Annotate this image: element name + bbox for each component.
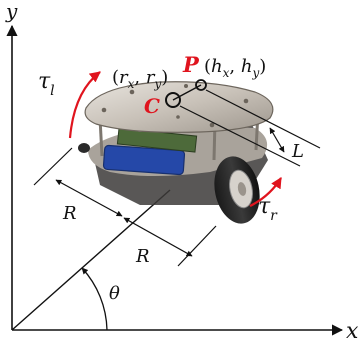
y-axis-label: y [5, 0, 18, 23]
top-plate-screws [101, 84, 249, 128]
robot-illustration [78, 81, 274, 224]
point-c-coords: (rx, ry) [112, 67, 168, 91]
right-wheel-cap [237, 182, 247, 196]
half-track-label-lower: R [135, 246, 150, 267]
heading-line-group: θ [11, 189, 171, 331]
right-wheel [214, 156, 260, 224]
offset-extension-p [205, 89, 321, 149]
offset-dimension: L [179, 89, 321, 167]
right-torque-arrow [249, 177, 282, 207]
coordinate-axes: y x [5, 0, 359, 344]
theta-label: θ [109, 283, 120, 304]
screw [209, 122, 215, 128]
point-p-coords: (hx, hy) [204, 56, 266, 80]
track-dimension-lower [123, 217, 193, 257]
left-torque-arrow [68, 71, 101, 139]
theta-arc [81, 267, 108, 331]
right-torque-label: τr [258, 194, 278, 224]
track-dimension-upper [55, 179, 123, 217]
offset-extension-c [179, 105, 301, 167]
robot-top-plate [84, 81, 274, 133]
point-p-marker [195, 79, 207, 91]
offset-dimension-line [269, 127, 285, 153]
offset-label: L [291, 141, 304, 162]
screw [243, 98, 249, 104]
half-track-label-upper: R [62, 203, 77, 224]
x-axis-label: x [346, 319, 359, 344]
front-caster [78, 143, 90, 153]
heading-line [11, 189, 171, 331]
battery-pack [102, 144, 186, 176]
track-extension-left [33, 147, 73, 186]
screw [184, 84, 188, 88]
track-extension-right [177, 225, 217, 267]
point-p-label: P [182, 52, 200, 77]
screw [101, 107, 107, 113]
screw [129, 89, 135, 95]
point-c-label: C [144, 94, 160, 118]
left-torque-label: τl [38, 69, 55, 99]
point-c-marker [165, 92, 181, 108]
screw [176, 115, 180, 119]
track-dimensions: R R [33, 147, 217, 267]
